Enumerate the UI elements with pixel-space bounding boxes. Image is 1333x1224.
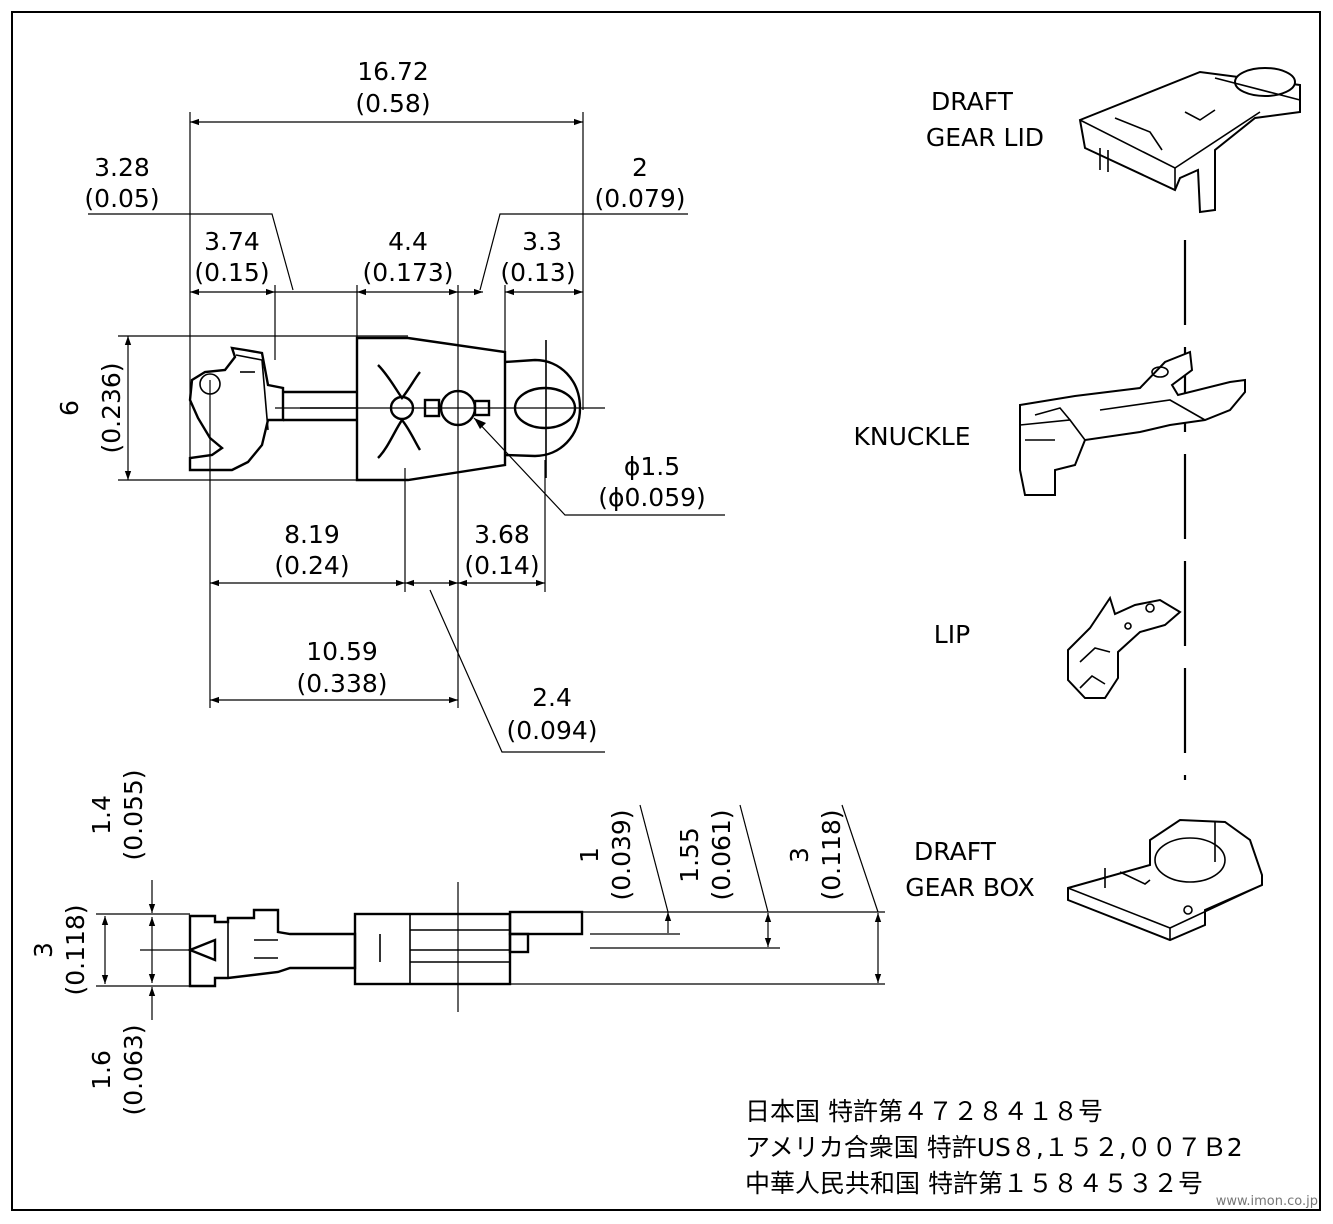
dim-box-width-mm: 4.4 (388, 227, 428, 256)
part-label-lid-line1: DRAFT (931, 87, 1014, 116)
dim-knuckle-to-box-in: (0.24) (274, 551, 349, 580)
dim-pin-diameter-in: (ϕ0.059) (598, 483, 706, 512)
dim-knuckle-to-pin-mm: 10.59 (306, 637, 378, 666)
dim-knuckle-to-pin-in: (0.338) (296, 669, 387, 698)
dim-lower-height-mm: 1.6 (87, 1050, 116, 1090)
side-view-labels: 1.4 (0.055) 3 (0.118) 1.6 (0.063) 1 (0.0… (29, 769, 846, 1115)
part-label-box-line2: GEAR BOX (905, 873, 1035, 902)
dim-offset-right-mm: 2 (632, 153, 648, 182)
dim-step-2-in: (0.061) (707, 809, 736, 900)
dim-knuckle-to-box-mm: 8.19 (284, 520, 340, 549)
dim-offset-right-in: (0.079) (594, 184, 685, 213)
dim-step-3-mm: 3 (785, 847, 814, 863)
dim-tail-width-mm: 3.3 (522, 227, 562, 256)
draft-gear-box-label: DRAFT GEAR BOX (905, 837, 1035, 902)
drawing-frame (11, 11, 1321, 1211)
dim-box-width-in: (0.173) (362, 258, 453, 287)
dim-pin-to-tail-mm: 3.68 (474, 520, 530, 549)
dim-side-height-in: (0.118) (61, 904, 90, 995)
dim-offset-left-in: (0.05) (84, 184, 159, 213)
lip-illustration (1067, 595, 1182, 699)
dim-overall-in: (0.58) (355, 89, 430, 118)
draft-gear-box-illustration (1067, 818, 1263, 942)
watermark: www.imon.co.jp (1216, 1194, 1318, 1209)
dim-knuckle-width-in: (0.15) (194, 258, 269, 287)
dim-step-1-in: (0.039) (607, 809, 636, 900)
draft-gear-box-outline (355, 336, 507, 482)
patent-notes: 日本国 特許第４７２８４１８号 アメリカ合衆国 特許US８,１５２,００７Ｂ2 … (745, 1097, 1243, 1198)
dim-step-2-mm: 1.55 (675, 827, 704, 883)
dim-height-in: (0.236) (97, 362, 126, 453)
patent-china: 中華人民共和国 特許第１５８４５３２号 (745, 1169, 1203, 1198)
dim-overall-mm: 16.72 (357, 57, 429, 86)
dim-side-height-mm: 3 (29, 942, 58, 958)
dim-tail-width-in: (0.13) (500, 258, 575, 287)
patent-usa: アメリカ合衆国 特許US８,１５２,００７Ｂ2 (745, 1133, 1243, 1162)
knuckle-label: KNUCKLE (854, 422, 971, 451)
part-label-lip: LIP (934, 620, 970, 649)
part-label-knuckle: KNUCKLE (854, 422, 971, 451)
knuckle-head-outline (188, 346, 285, 472)
draft-gear-lid-label: DRAFT GEAR LID (926, 87, 1044, 152)
dim-upper-height-mm: 1.4 (87, 795, 116, 835)
dim-lower-height-in: (0.063) (119, 1024, 148, 1115)
dim-box-to-pin-in: (0.094) (506, 716, 597, 745)
dim-height-mm: 6 (55, 400, 84, 416)
tail-outline (504, 358, 582, 458)
top-view-labels: 16.72 (0.58) 3.28 (0.05) 2 (0.079) 3.74 … (55, 57, 706, 745)
side-view-dimension-lines (96, 804, 885, 1020)
top-view-dimension-lines (88, 112, 725, 753)
knuckle-illustration (1019, 350, 1246, 496)
dim-step-3-in: (0.118) (817, 809, 846, 900)
dim-offset-left-mm: 3.28 (94, 153, 150, 182)
dim-pin-diameter-mm: ϕ1.5 (624, 452, 680, 481)
dim-knuckle-width-mm: 3.74 (204, 227, 260, 256)
side-view-part (186, 882, 584, 1012)
dim-pin-to-tail-in: (0.14) (464, 551, 539, 580)
part-label-lid-line2: GEAR LID (926, 123, 1044, 152)
top-view-part (188, 336, 605, 482)
part-label-box-line1: DRAFT (914, 837, 997, 866)
dim-step-1-mm: 1 (575, 847, 604, 863)
dim-upper-height-in: (0.055) (119, 769, 148, 860)
lip-label: LIP (934, 620, 970, 649)
patent-japan: 日本国 特許第４７２８４１８号 (745, 1097, 1103, 1126)
draft-gear-lid-illustration (1078, 67, 1301, 214)
dim-box-to-pin-mm: 2.4 (532, 683, 572, 712)
